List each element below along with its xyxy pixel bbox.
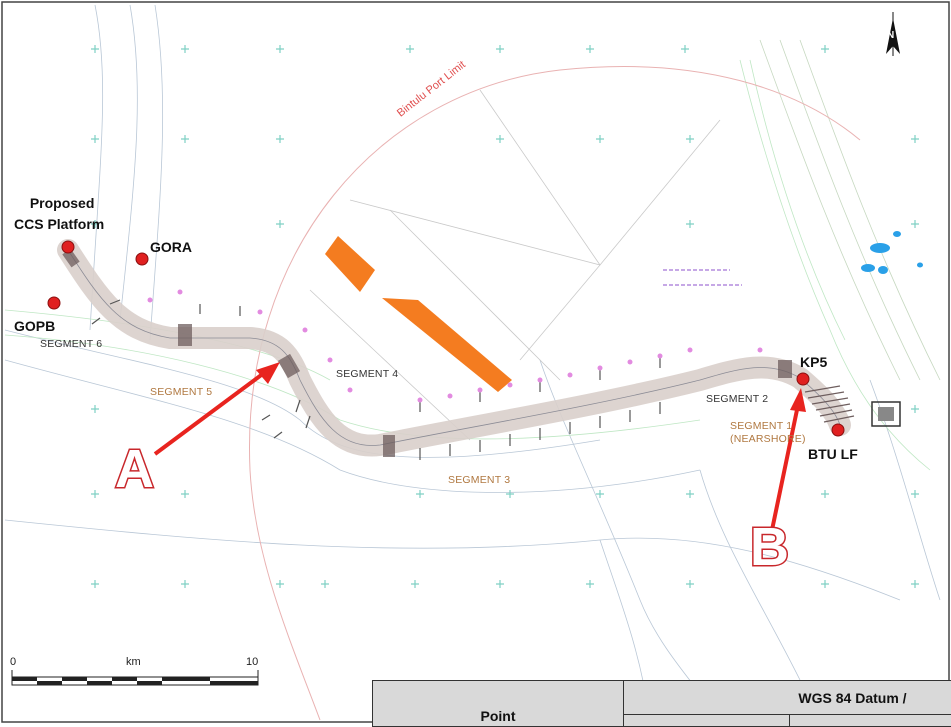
marker-gopb (48, 297, 60, 309)
marker-proposed-ccs-platform (62, 241, 74, 253)
label-kp5: KP5 (800, 354, 827, 370)
table-header-datum-cell: WGS 84 Datum / (624, 681, 951, 715)
segment-2-label: SEGMENT 2 (706, 393, 768, 405)
table-header-point-cell: Point (373, 681, 624, 727)
label-proposed-line2: CCS Platform (14, 214, 104, 235)
label-btu-lf: BTU LF (808, 446, 858, 462)
scale-end-label: 10 (246, 656, 258, 668)
callout-letter-a: A (115, 438, 154, 500)
marker-kp5 (797, 373, 809, 385)
table-subheader-cell-2 (790, 715, 951, 727)
segment-5-label: SEGMENT 5 (150, 386, 212, 398)
label-gopb: GOPB (14, 318, 55, 334)
table-header-point: Point (481, 708, 516, 724)
marker-btu-lf (832, 424, 844, 436)
segment-3-label: SEGMENT 3 (448, 474, 510, 486)
callout-letter-b: B (750, 516, 789, 578)
segment-1-label: SEGMENT 1 (NEARSHORE) (730, 420, 806, 446)
scale-start-label: 0 (10, 656, 16, 668)
marker-gora (136, 253, 148, 265)
scale-unit-label: km (126, 656, 141, 668)
table-header-datum: WGS 84 Datum / (798, 690, 906, 706)
label-proposed-ccs-platform: Proposed CCS Platform (20, 193, 104, 235)
segment-1-label-line2: (NEARSHORE) (730, 433, 806, 446)
segment-1-label-line1: SEGMENT 1 (730, 420, 806, 433)
table-subheader-cell-1 (624, 715, 790, 727)
segment-6-label: SEGMENT 6 (40, 338, 102, 350)
coordinate-table: Point WGS 84 Datum / (372, 680, 951, 727)
segment-4-label: SEGMENT 4 (336, 368, 398, 380)
label-gora: GORA (150, 239, 192, 255)
label-proposed-line1: Proposed (20, 193, 104, 214)
landfall-facility-inner (878, 407, 894, 421)
north-label: N (887, 30, 894, 41)
